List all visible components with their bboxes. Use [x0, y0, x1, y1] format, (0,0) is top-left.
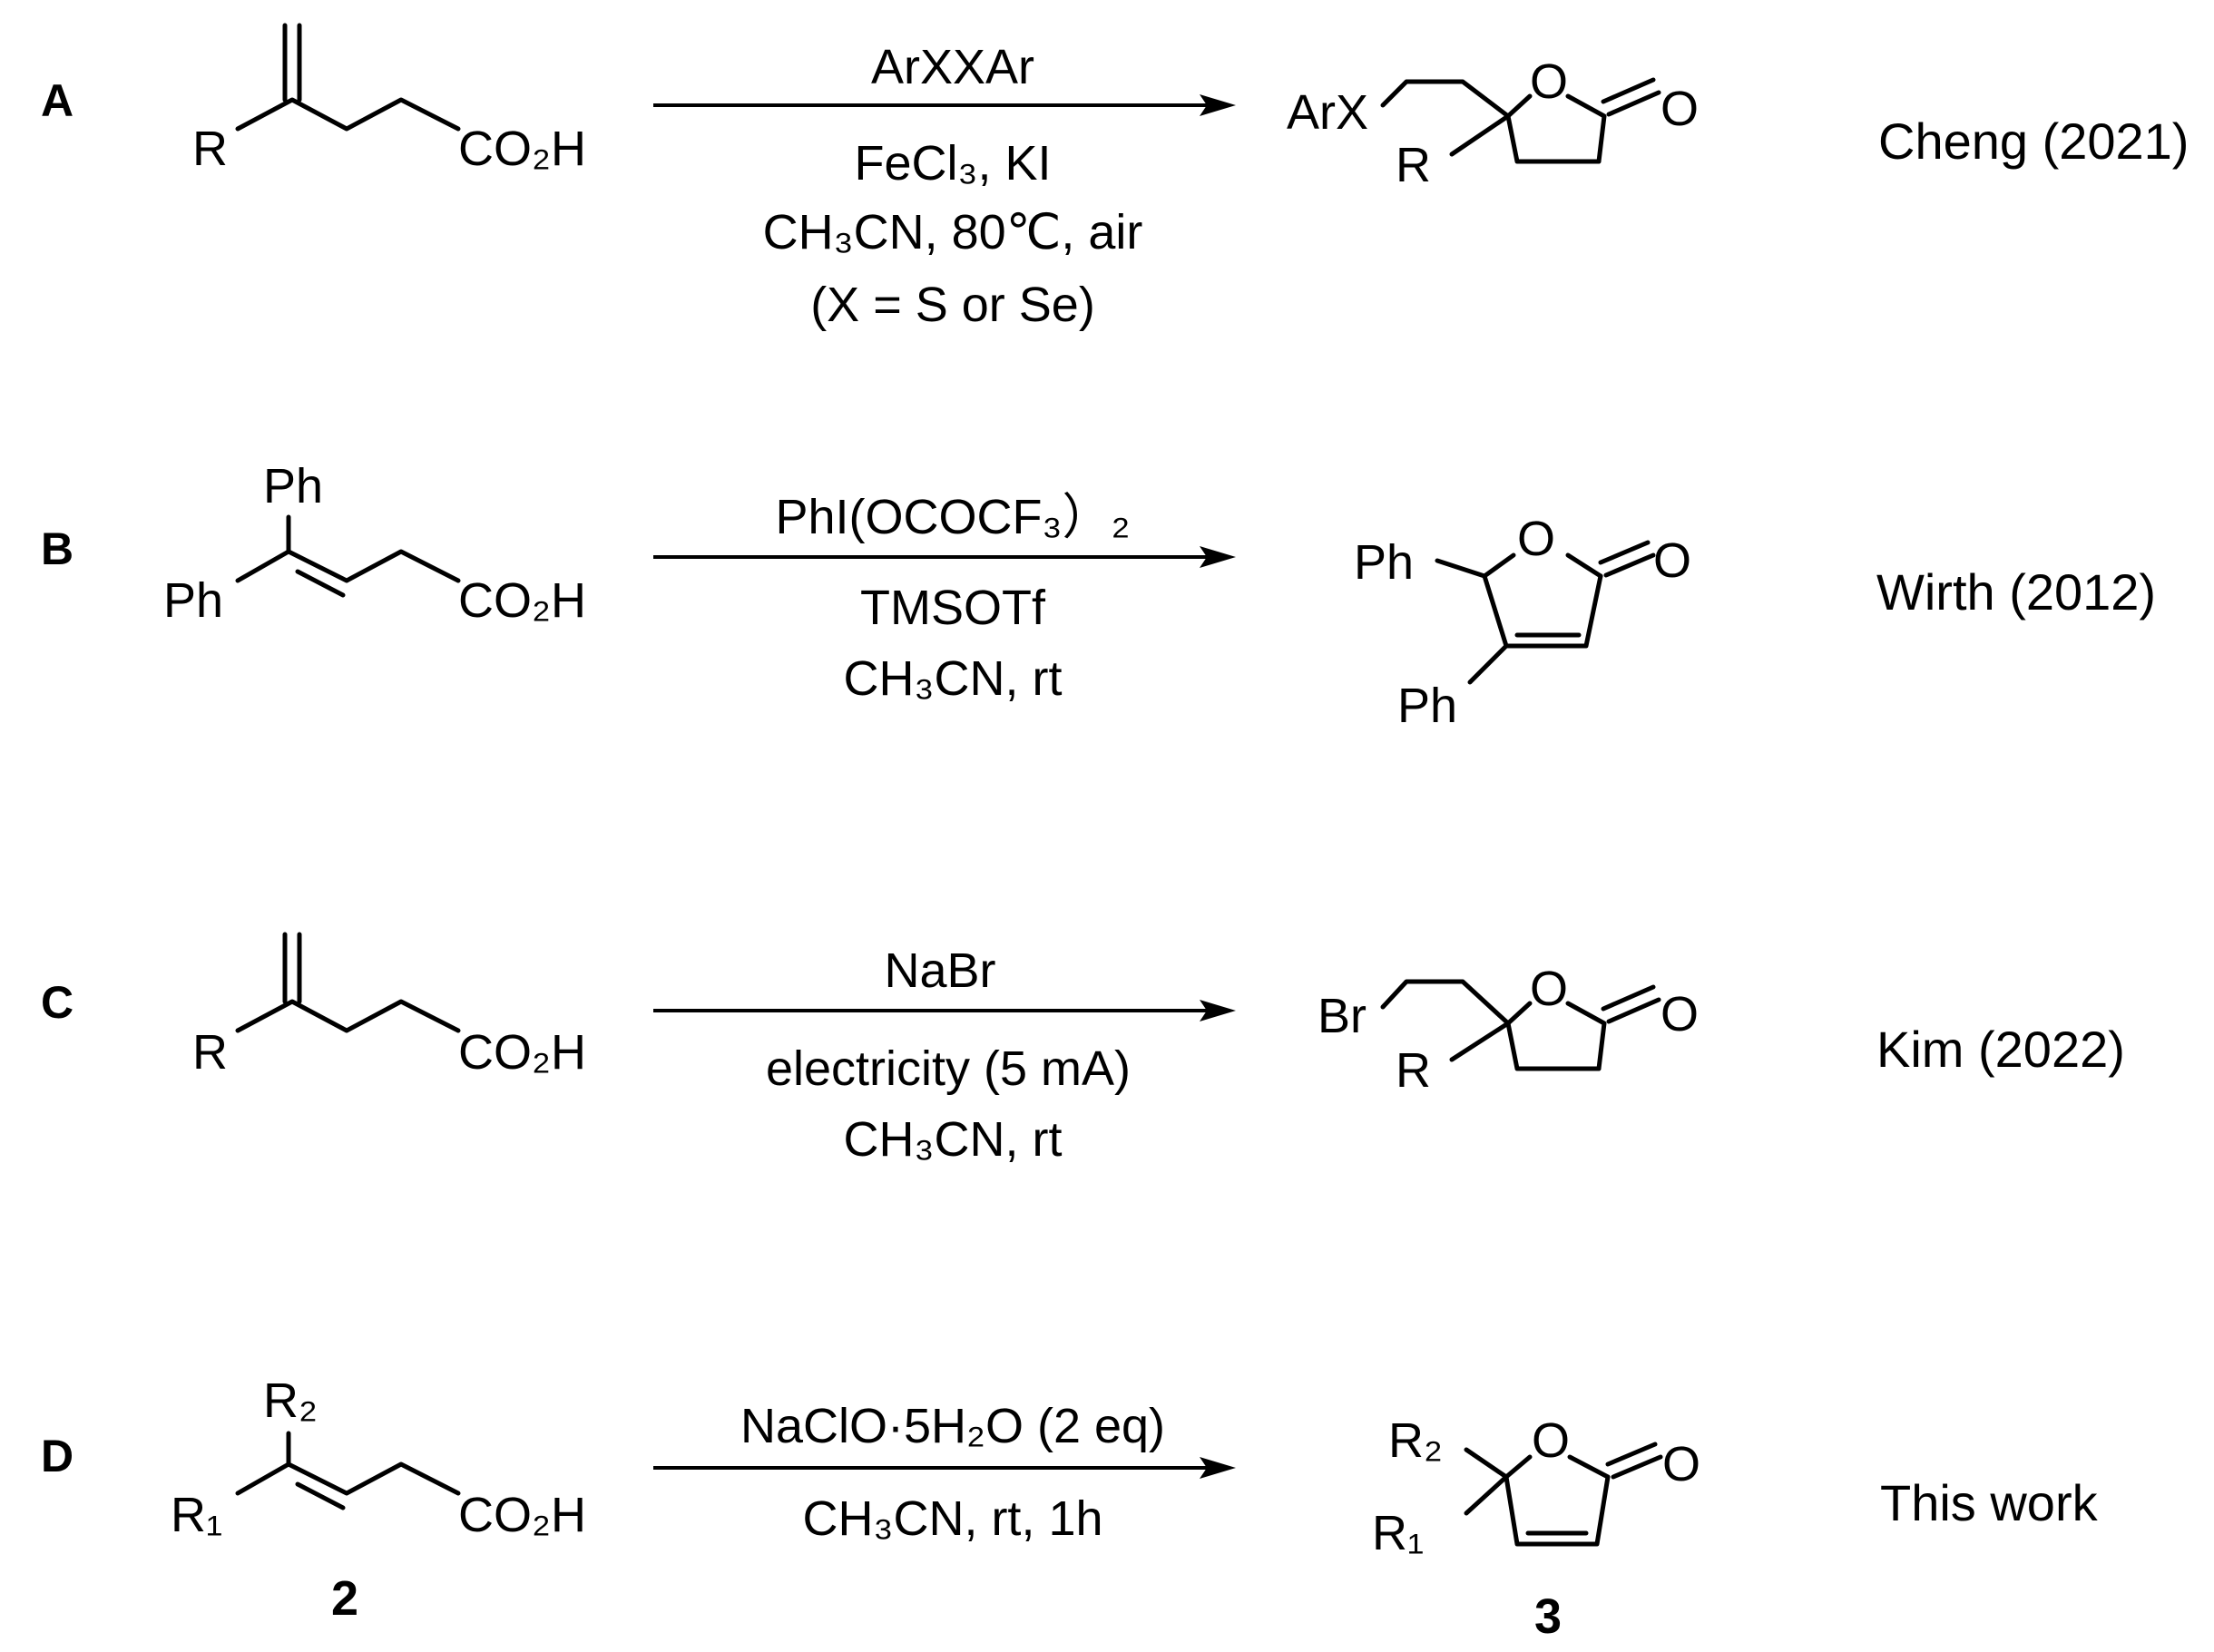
lactone-ring: [1482, 573, 1603, 649]
lactone-ring: [1565, 552, 1603, 579]
reactant-chain: [235, 97, 461, 132]
acid-group: CO₂H: [458, 1488, 586, 1542]
lactone-ring: [1505, 1021, 1602, 1071]
ring-oxygen: O: [1530, 962, 1568, 1016]
lactone-ring: [1567, 1454, 1611, 1480]
ring-oxygen: O: [1530, 54, 1568, 109]
product-sub-top: Ph: [1354, 535, 1414, 590]
substituent-left: R₁: [171, 1488, 222, 1542]
substituent-top: R₂: [263, 1373, 318, 1428]
product-sub-top: Br: [1318, 989, 1367, 1043]
reaction-b: B Ph Ph CO₂H PhI(OCOCF₃）₂ TMSOTf CH₃CN, …: [41, 459, 2156, 733]
lactone-ring: [1504, 1454, 1533, 1480]
substituent-bond: [1464, 1474, 1509, 1516]
carbonyl-bond: [1606, 90, 1661, 117]
carbonyl-oxygen: O: [1660, 987, 1699, 1041]
lactone-ring: [1565, 1001, 1607, 1071]
acid-group: CO₂H: [458, 1025, 586, 1080]
lactone-ring: [1505, 1001, 1533, 1026]
reaction-d: D R₂ R₁ CO₂H 2 NaClO·5H₂O (2 eq) CH₃CN, …: [41, 1373, 2099, 1644]
lactone-ring: [1504, 1474, 1611, 1547]
reaction-label: A: [41, 75, 73, 126]
condition-line: TMSOTf: [860, 581, 1046, 635]
carbonyl-bond: [1598, 540, 1651, 565]
arrow-head: [1200, 1457, 1236, 1479]
side-chain: [1380, 79, 1511, 119]
lactone-ring: [1565, 93, 1607, 164]
alkene-bond: [295, 1481, 346, 1510]
carbonyl-bond: [1601, 984, 1656, 1012]
compound-number: 2: [331, 1571, 358, 1626]
carbonyl-bond: [1601, 77, 1656, 104]
reference: Wirth (2012): [1876, 563, 2156, 621]
condition-line: CH₃CN, rt, 1h: [802, 1491, 1102, 1546]
lactone-ring: [1482, 552, 1516, 579]
reaction-label: C: [41, 977, 73, 1028]
carbonyl-oxygen: O: [1662, 1437, 1700, 1491]
arrow-head: [1200, 1000, 1236, 1022]
acid-group: CO₂H: [458, 122, 586, 176]
ring-oxygen: O: [1532, 1413, 1570, 1468]
condition-line: electricity (5 mA): [766, 1041, 1131, 1096]
carbonyl-bond: [1611, 1454, 1663, 1480]
product-sub-low: R: [1396, 138, 1431, 192]
condition-line: CH₃CN, rt: [844, 651, 1063, 706]
reactant-chain: [235, 549, 461, 583]
product-sub-low: Ph: [1397, 679, 1457, 733]
reaction-c: C R CO₂H NaBr electricity (5 mA) CH₃CN, …: [41, 932, 2125, 1167]
lactone-ring: [1505, 113, 1602, 164]
acid-group: CO₂H: [458, 573, 586, 628]
product-sub-low: R: [1396, 1043, 1431, 1098]
substituent-top: Ph: [263, 459, 323, 513]
substituent-bond: [1464, 1447, 1509, 1480]
substituent-left: Ph: [163, 573, 223, 628]
reaction-label: D: [41, 1431, 73, 1481]
compound-number: 3: [1534, 1589, 1562, 1644]
lactone-ring: [1505, 93, 1533, 119]
reagent-above: NaClO·5H₂O (2 eq): [740, 1399, 1165, 1453]
arrow-head: [1200, 546, 1236, 568]
substituent-bond: [1449, 113, 1511, 157]
product-sub-top: R₂: [1388, 1413, 1443, 1468]
arrow-head: [1200, 94, 1236, 116]
substituent: R: [192, 1025, 228, 1080]
reagent-above: NaBr: [884, 943, 995, 998]
condition-line: CH₃CN, 80℃, air: [763, 205, 1143, 259]
reference: Kim (2022): [1876, 1021, 2125, 1078]
alkene-bond: [295, 569, 346, 598]
carbonyl-bond: [1606, 997, 1661, 1024]
substituent-bond: [1449, 1021, 1511, 1062]
product-sub-top: ArX: [1287, 85, 1368, 140]
condition-line: (X = S or Se): [810, 278, 1095, 332]
product-sub-low: R₁: [1372, 1506, 1424, 1560]
carbonyl-bond: [1605, 1442, 1658, 1467]
condition-line: CH₃CN, rt: [844, 1112, 1063, 1167]
side-chain: [1380, 979, 1511, 1026]
substituent: R: [192, 122, 228, 176]
reagent-above: ArXXAr: [871, 40, 1034, 94]
ring-oxygen: O: [1517, 512, 1555, 566]
reaction-label: B: [41, 523, 73, 574]
phenyl-bond: [1435, 558, 1487, 579]
carbonyl-oxygen: O: [1653, 533, 1691, 588]
reference: Cheng (2021): [1878, 112, 2189, 170]
phenyl-bond: [1467, 643, 1509, 685]
reagent-above: PhI(OCOCF₃）₂: [776, 490, 1131, 544]
carbonyl-bond: [1603, 552, 1656, 578]
carbonyl-oxygen: O: [1660, 82, 1699, 136]
reference: This work: [1880, 1474, 2099, 1531]
reaction-a: A R CO₂H ArXXAr FeCl₃, KI CH₃CN, 80℃, ai…: [41, 23, 2189, 332]
reactant-chain: [235, 1461, 461, 1496]
reactant-chain: [235, 999, 461, 1033]
condition-line: FeCl₃, KI: [854, 136, 1051, 191]
